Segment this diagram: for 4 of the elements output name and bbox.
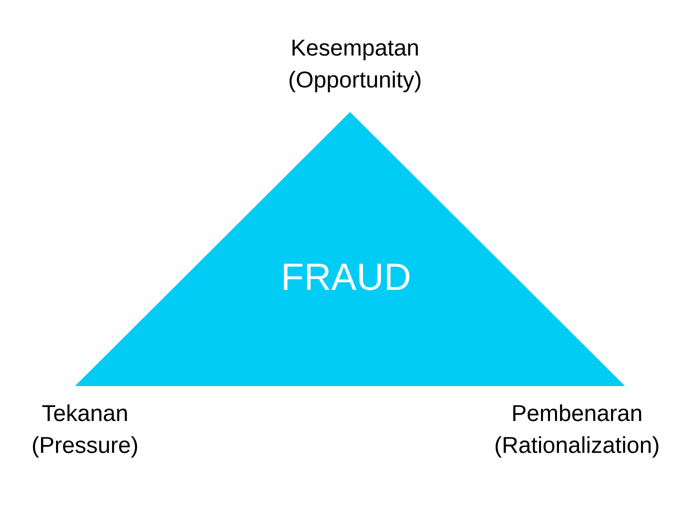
triangle: FRAUD xyxy=(75,112,625,386)
corner-label: Pembenaran (Rationalization) xyxy=(496,404,658,458)
corner-label: Kesempatan (Opportunity) xyxy=(290,40,420,92)
corner-label: Tekanan (Pressure) xyxy=(32,404,138,458)
